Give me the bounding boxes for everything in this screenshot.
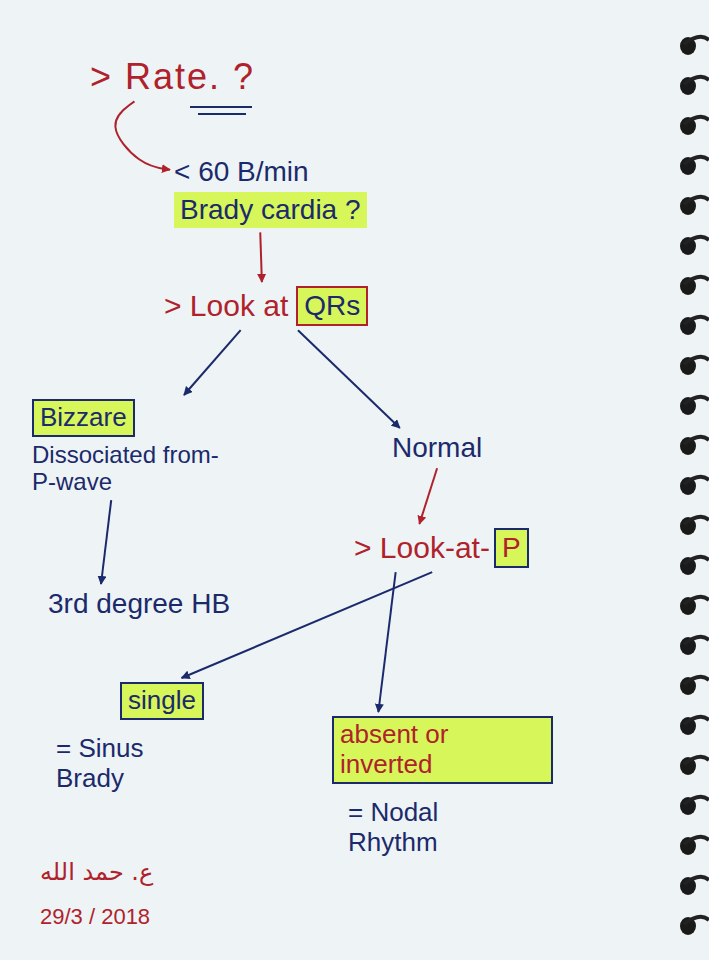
highlighted-term: P: [494, 528, 529, 568]
flow-node: > Look atQRs: [160, 282, 372, 330]
flow-arrow: [184, 330, 241, 395]
binding-ring: [680, 237, 709, 255]
ring-wire: [684, 317, 709, 324]
binding-ring: [680, 797, 709, 815]
binding-ring: [680, 877, 709, 895]
binding-ring: [680, 117, 709, 135]
ring-wire: [684, 77, 709, 84]
spiral-binding: [680, 37, 709, 935]
ring-wire: [684, 757, 709, 764]
binding-ring: [680, 597, 709, 615]
binding-ring: [680, 397, 709, 415]
signature: ع. حمد الله: [40, 858, 153, 886]
ring-wire: [684, 477, 709, 484]
flow-arrow: [101, 500, 111, 584]
ring-wire: [684, 637, 709, 644]
binding-ring: [680, 637, 709, 655]
node-text: > Rate. ?: [90, 56, 255, 97]
node-text: = Sinus Brady: [56, 734, 206, 794]
ring-wire: [684, 557, 709, 564]
binding-ring: [680, 917, 709, 935]
node-text: > Look-at-: [354, 531, 490, 566]
ring-wire: [684, 877, 709, 884]
binding-ring: [680, 677, 709, 695]
ring-wire: [684, 357, 709, 364]
flow-arrow: [115, 101, 170, 169]
binding-ring: [680, 557, 709, 575]
binding-ring: [680, 197, 709, 215]
date: 29/3 / 2018: [40, 904, 150, 930]
ring-wire: [684, 397, 709, 404]
underline: [198, 113, 246, 115]
flow-node: Normal: [388, 428, 486, 468]
highlighted-term: single: [120, 682, 204, 720]
binding-ring: [680, 437, 709, 455]
ring-wire: [684, 277, 709, 284]
flow-node: single = Sinus Brady: [52, 678, 210, 798]
ring-wire: [684, 437, 709, 444]
flow-arrow: [298, 330, 400, 428]
flow-node: > Rate. ?: [86, 52, 259, 101]
underline: [190, 106, 252, 108]
highlighted-term: Bizzare: [32, 399, 135, 437]
ring-wire: [684, 517, 709, 524]
node-text: < 60 B/min: [174, 156, 309, 188]
ring-wire: [684, 837, 709, 844]
flow-arrow: [378, 572, 395, 712]
highlighted-term: absent or inverted: [332, 716, 553, 784]
binding-ring: [680, 837, 709, 855]
binding-ring: [680, 37, 709, 55]
ring-wire: [684, 117, 709, 124]
ring-wire: [684, 677, 709, 684]
binding-ring: [680, 717, 709, 735]
ring-wire: [684, 917, 709, 924]
ring-wire: [684, 197, 709, 204]
binding-ring: [680, 317, 709, 335]
binding-ring: [680, 277, 709, 295]
flow-node: 3rd degree HB: [44, 584, 234, 624]
node-text: > Look at: [164, 289, 288, 324]
node-text: 3rd degree HB: [48, 588, 230, 620]
highlighted-term: Brady cardia ?: [174, 192, 367, 228]
highlighted-term: QRs: [296, 286, 368, 326]
flow-node: absent or inverted = Nodal Rhythm: [328, 712, 557, 862]
node-text: Dissociated from-P-wave: [32, 441, 232, 496]
binding-ring: [680, 157, 709, 175]
binding-ring: [680, 517, 709, 535]
ring-wire: [684, 237, 709, 244]
ring-wire: [684, 37, 709, 44]
binding-ring: [680, 77, 709, 95]
flow-arrow: [260, 232, 262, 282]
node-text: = Nodal Rhythm: [348, 798, 518, 858]
flow-node: < 60 B/minBrady cardia ?: [170, 152, 371, 232]
ring-wire: [684, 597, 709, 604]
ring-wire: [684, 797, 709, 804]
flow-node: > Look-at-P: [350, 524, 533, 572]
ring-wire: [684, 717, 709, 724]
binding-ring: [680, 357, 709, 375]
ring-wire: [684, 157, 709, 164]
flow-arrow: [419, 468, 437, 524]
binding-ring: [680, 477, 709, 495]
binding-ring: [680, 757, 709, 775]
node-text: Normal: [392, 432, 482, 464]
flow-node: BizzareDissociated from-P-wave: [28, 395, 236, 500]
